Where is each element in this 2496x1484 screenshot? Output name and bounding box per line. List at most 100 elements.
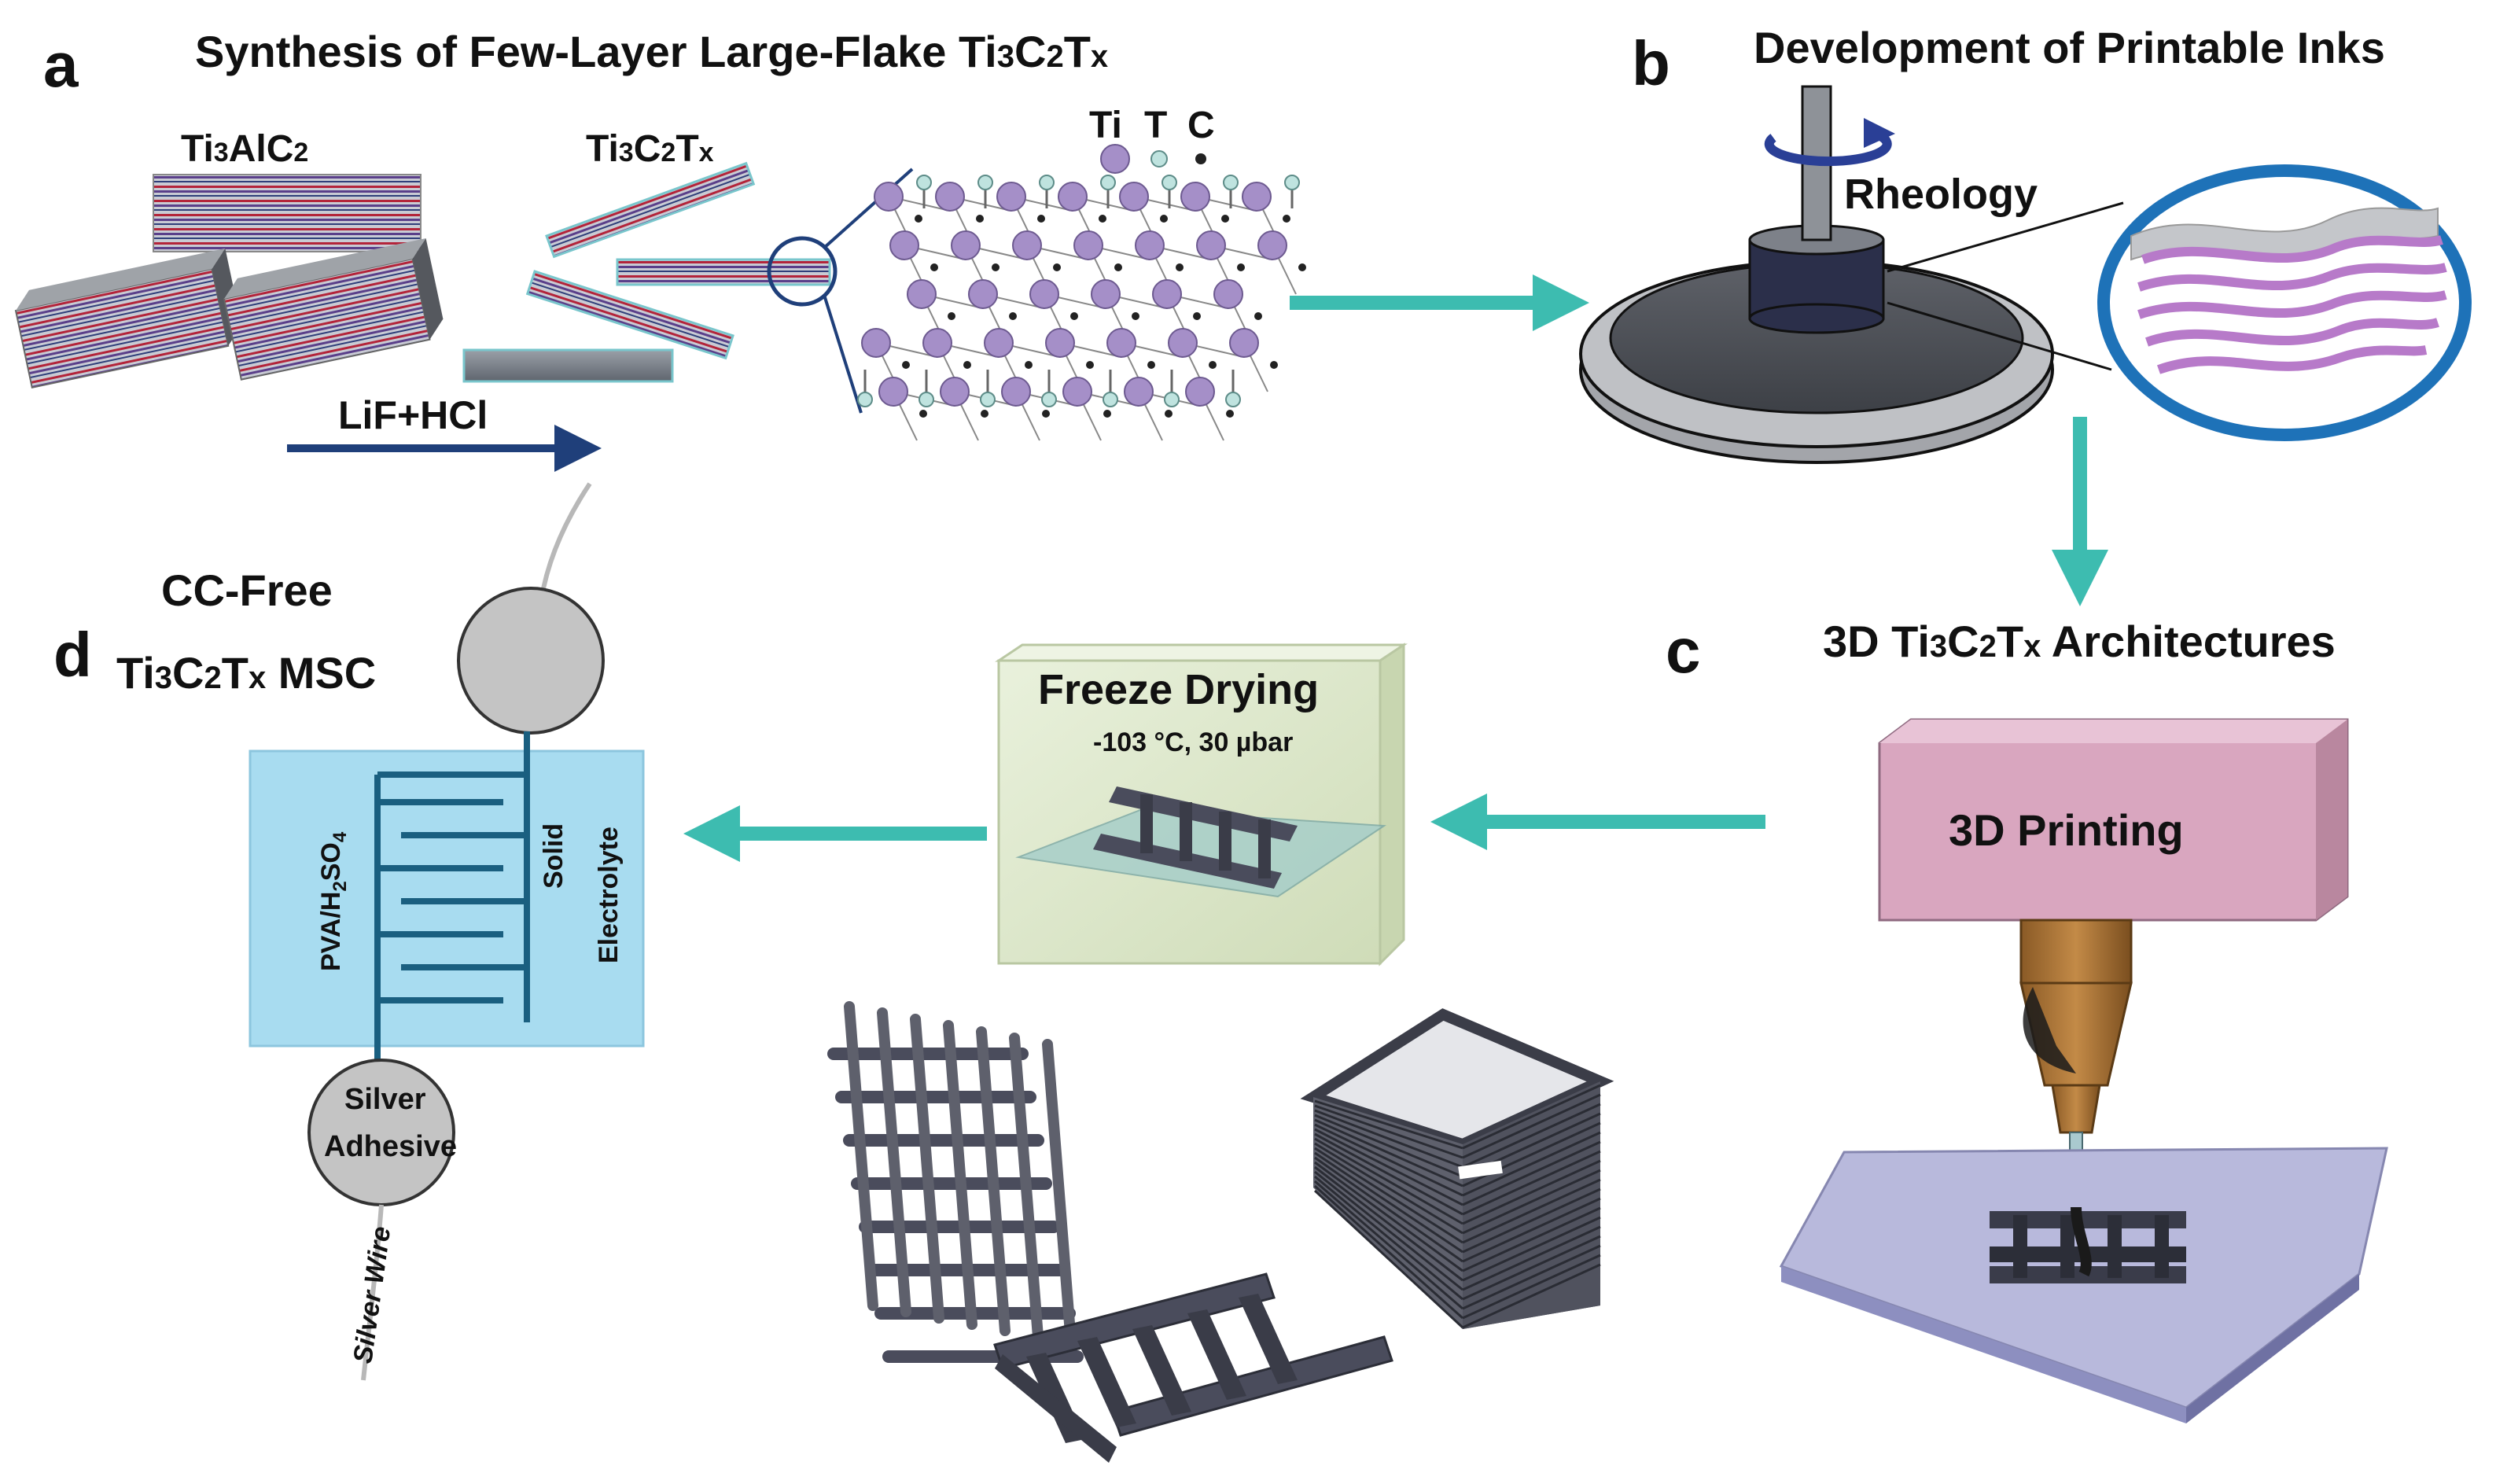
freeze-dried-part xyxy=(1093,786,1298,889)
c-atom xyxy=(1070,312,1078,320)
c-atom xyxy=(992,263,1000,271)
panel-b-title: Development of Printable Inks xyxy=(1754,23,2385,72)
c-atom xyxy=(915,215,922,223)
ti-atom xyxy=(1062,377,1092,407)
c-atom xyxy=(902,361,910,369)
legend-ti: Ti xyxy=(1089,105,1122,146)
c-atom xyxy=(919,410,927,418)
t-atom xyxy=(1100,175,1116,190)
ti-atom xyxy=(1029,279,1059,309)
panel-d-letter: d xyxy=(53,620,92,690)
printed-architectures xyxy=(827,1001,1614,1463)
t-atom xyxy=(1041,392,1057,407)
c-atom xyxy=(1132,312,1139,320)
ti-atom xyxy=(1001,377,1031,407)
t-atom xyxy=(980,392,996,407)
c-atom xyxy=(1037,215,1045,223)
woodpile-rod xyxy=(1042,1039,1077,1349)
ti-atom xyxy=(1152,279,1182,309)
c-atom xyxy=(963,361,971,369)
panel-c: c 3D Ti3C2Tx Architectures 3D Printing xyxy=(1430,616,2388,1423)
t-atom xyxy=(916,175,932,190)
printing-label: 3D Printing xyxy=(1949,805,2184,855)
flake xyxy=(462,348,674,383)
panel-d-line2: Ti3C2Tx MSC xyxy=(116,648,376,698)
solid-label: Solid xyxy=(539,823,569,889)
freeze-drying-title: Freeze Drying xyxy=(1038,666,1319,713)
panel-d: d CC-Free Ti3C2Tx MSC PVA/H2SO4 Solid El… xyxy=(53,482,645,1381)
t-atom xyxy=(1161,175,1177,190)
ti-atom xyxy=(968,279,998,309)
c-atom xyxy=(1270,361,1278,369)
electrolyte-formula: PVA/H2SO4 xyxy=(316,831,351,971)
t-atom xyxy=(857,392,873,407)
c-atom xyxy=(1237,263,1245,271)
top-contact xyxy=(457,587,605,735)
c-atom xyxy=(981,410,988,418)
panel-b: b Development of Printable Inks Rheology xyxy=(1579,23,2472,606)
woodpile-rod xyxy=(943,1020,977,1330)
c-atom xyxy=(1283,215,1290,223)
panel-c-letter: c xyxy=(1666,616,1701,686)
electrolyte-label: Electrolyte xyxy=(594,827,624,963)
atom-legend: Ti T C xyxy=(1089,105,1215,174)
t-atom xyxy=(1039,175,1055,190)
silver-wire xyxy=(361,1204,384,1381)
c-atom xyxy=(1221,215,1229,223)
ti-atom xyxy=(940,377,970,407)
woodpile-rod xyxy=(844,1001,878,1311)
t-atom xyxy=(919,392,934,407)
woodpile-rod xyxy=(976,1026,1011,1336)
panel-a-title: Synthesis of Few-Layer Large-Flake Ti3C2… xyxy=(195,27,1108,76)
max-phase-blocks xyxy=(14,174,444,389)
t-atom xyxy=(1284,175,1300,190)
ti-atom xyxy=(1196,230,1226,260)
freeze-drying-conditions: -103 °C, 30 µbar xyxy=(1093,727,1293,757)
c-atom xyxy=(1025,361,1033,369)
t-atom xyxy=(977,175,993,190)
ti-atom xyxy=(1073,230,1103,260)
crystal-lattice xyxy=(857,175,1306,441)
max-block xyxy=(153,174,422,252)
panel-a-letter: a xyxy=(43,30,79,100)
c-atom xyxy=(1114,263,1122,271)
interdigitated-structure xyxy=(993,1272,1393,1463)
ti-atom xyxy=(1242,182,1272,212)
ti-atom xyxy=(861,328,891,358)
t-atom xyxy=(1103,392,1118,407)
precursor-label: Ti3AlC2 xyxy=(181,128,308,170)
printed-interdigitated-part xyxy=(1990,1206,2186,1283)
stacked-flakes xyxy=(2130,207,2447,374)
c-atom xyxy=(1103,410,1111,418)
c-atom xyxy=(1165,410,1173,418)
rotation-arrow-icon xyxy=(1764,129,1892,167)
ti-atom xyxy=(951,230,981,260)
legend-t: T xyxy=(1144,105,1167,146)
panel-d-line1: CC-Free xyxy=(161,565,333,615)
panel-c-title: 3D Ti3C2Tx Architectures xyxy=(1823,617,2336,666)
c-atom xyxy=(1176,263,1184,271)
freeze-drying-box: Freeze Drying -103 °C, 30 µbar xyxy=(683,643,1408,967)
ti-atom xyxy=(996,182,1026,212)
c-atom xyxy=(1042,410,1050,418)
hollow-cube xyxy=(1300,1008,1614,1329)
silver-label: Silver xyxy=(344,1083,426,1116)
etchant-label: LiF+HCl xyxy=(338,393,488,437)
c-atom xyxy=(1147,361,1155,369)
ti-atom xyxy=(1135,230,1165,260)
rheology-label: Rheology xyxy=(1844,171,2038,218)
woodpile-lattice xyxy=(827,1001,1084,1363)
c-atom xyxy=(976,215,984,223)
interdigitated-electrodes xyxy=(374,731,530,1066)
ti-atom xyxy=(984,328,1014,358)
legend-c: C xyxy=(1187,105,1215,146)
nozzle-body xyxy=(2019,919,2133,985)
t-atom xyxy=(1164,392,1180,407)
silver-wire-label: Silver Wire xyxy=(348,1224,396,1365)
zoom-circle xyxy=(767,236,838,307)
max-block xyxy=(14,267,230,389)
ti-atom xyxy=(1124,377,1154,407)
ti-atom xyxy=(907,279,937,309)
c-atom xyxy=(1254,312,1262,320)
t-atom xyxy=(1223,175,1239,190)
